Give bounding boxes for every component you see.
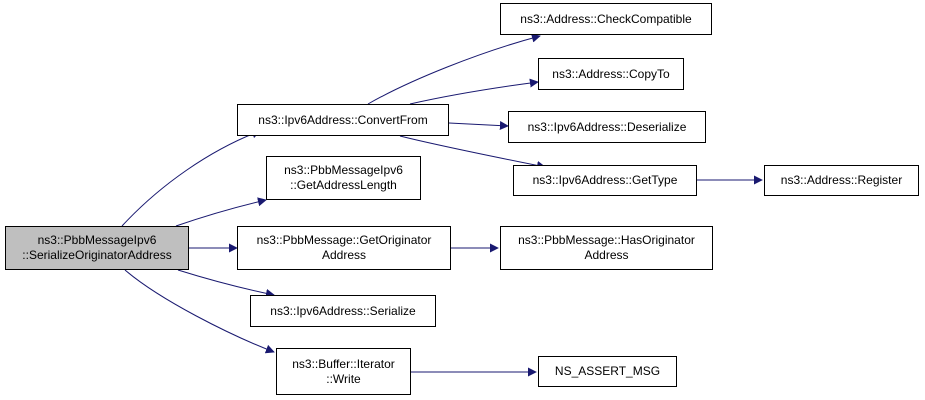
node-serialize-originator-address-line2: ::SerializeOriginatorAddress — [22, 248, 172, 262]
edge-root-to-ipv6-serialize — [177, 269, 275, 298]
node-serialize-originator-address: ns3::PbbMessageIpv6 ::SerializeOriginato… — [5, 226, 189, 270]
node-convert-from[interactable]: ns3::Ipv6Address::ConvertFrom — [237, 104, 449, 136]
node-address-register[interactable]: ns3::Address::Register — [764, 165, 919, 196]
node-ipv6-serialize-label: ns3::Ipv6Address::Serialize — [270, 303, 416, 318]
node-has-originator-address[interactable]: ns3::PbbMessage::HasOriginator Address — [500, 226, 713, 270]
node-buffer-write-line2: ::Write — [326, 371, 361, 386]
node-ipv6-deserialize-label: ns3::Ipv6Address::Deserialize — [527, 119, 687, 134]
node-ns-assert-msg[interactable]: NS_ASSERT_MSG — [538, 356, 677, 387]
node-get-originator-address-line2: Address — [321, 248, 367, 262]
node-ns-assert-msg-label: NS_ASSERT_MSG — [554, 364, 661, 378]
edge-convert-from-to-get-type — [399, 135, 546, 170]
node-get-type-label: ns3::Ipv6Address::GetType — [532, 173, 678, 187]
node-buffer-write-line1: ns3::Buffer::Iterator — [292, 356, 395, 371]
edge-root-to-get-address-length — [175, 197, 267, 227]
edge-root-to-buffer-write — [124, 269, 275, 354]
edge-convert-from-to-copy-to — [409, 78, 539, 105]
node-copy-to[interactable]: ns3::Address::CopyTo — [538, 58, 684, 90]
node-ipv6-deserialize[interactable]: ns3::Ipv6Address::Deserialize — [508, 111, 706, 143]
node-get-address-length-line2: ::GetAddressLength — [290, 178, 397, 192]
edge-convert-from-to-check-compatible — [367, 33, 541, 105]
node-serialize-originator-address-line1: ns3::PbbMessageIpv6 — [37, 233, 157, 247]
node-ipv6-serialize[interactable]: ns3::Ipv6Address::Serialize — [250, 295, 436, 327]
node-convert-from-label: ns3::Ipv6Address::ConvertFrom — [258, 112, 428, 127]
node-copy-to-label: ns3::Address::CopyTo — [552, 66, 670, 81]
node-get-type[interactable]: ns3::Ipv6Address::GetType — [513, 165, 697, 196]
node-get-address-length-line1: ns3::PbbMessageIpv6 — [284, 163, 403, 177]
node-check-compatible-label: ns3::Address::CheckCompatible — [520, 11, 692, 26]
node-get-originator-address-line1: ns3::PbbMessage::GetOriginator — [256, 233, 432, 247]
edge-convert-from-to-deserialize — [448, 121, 509, 131]
node-address-register-label: ns3::Address::Register — [780, 173, 903, 187]
node-get-originator-address[interactable]: ns3::PbbMessage::GetOriginator Address — [237, 226, 451, 270]
edge-root-to-convert-from — [121, 129, 261, 227]
node-buffer-write[interactable]: ns3::Buffer::Iterator ::Write — [276, 348, 411, 395]
node-has-originator-address-line2: Address — [584, 248, 629, 262]
node-check-compatible[interactable]: ns3::Address::CheckCompatible — [500, 3, 712, 35]
node-get-address-length[interactable]: ns3::PbbMessageIpv6 ::GetAddressLength — [266, 156, 421, 200]
node-has-originator-address-line1: ns3::PbbMessage::HasOriginator — [518, 233, 695, 247]
